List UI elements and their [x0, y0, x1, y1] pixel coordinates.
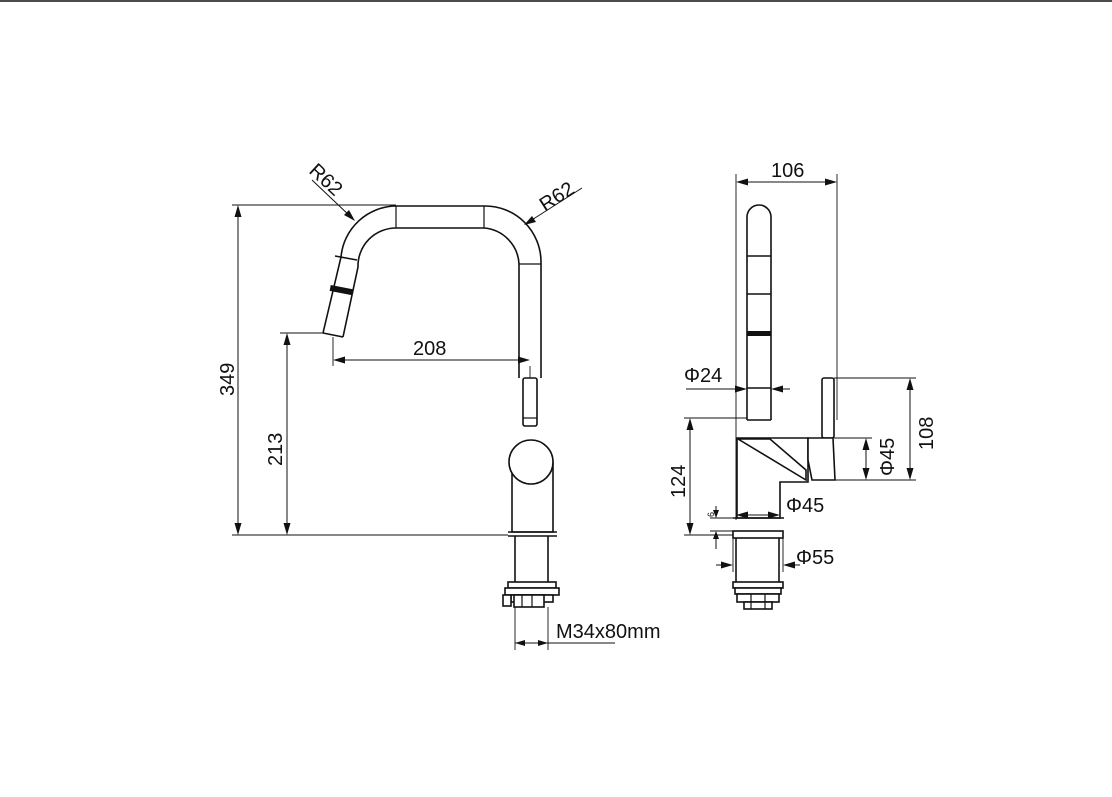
- front-lever: [522, 377, 538, 427]
- dim-handle-diameter: Φ45: [834, 437, 899, 481]
- front-body: [508, 439, 557, 537]
- dim-spout-height: 213: [265, 332, 323, 535]
- side-spout: [746, 204, 772, 421]
- dim-body-diameter: Φ45: [736, 495, 824, 519]
- dim-spout-reach: 208: [332, 337, 531, 378]
- dim-6-label: 6: [706, 512, 716, 517]
- side-mounting: [732, 530, 784, 610]
- side-view: 106 Φ24 124 6: [668, 160, 938, 610]
- dim-213-label: 213: [265, 433, 287, 466]
- dim-spout-diameter: Φ24: [684, 365, 790, 393]
- side-lever: [821, 377, 835, 439]
- dim-r62-right-label: R62: [536, 178, 579, 216]
- dim-phi55-label: Φ55: [796, 547, 834, 569]
- dim-thread: M34x80mm: [514, 607, 660, 650]
- dim-thread-label: M34x80mm: [556, 621, 660, 643]
- dim-radius-right: R62: [524, 178, 583, 225]
- side-body: [733, 437, 836, 519]
- dim-106-label: 106: [771, 160, 804, 182]
- dim-208-label: 208: [413, 338, 446, 360]
- dim-base-gap: 6: [706, 506, 733, 549]
- front-view: 349 213 208 R62 R62: [217, 160, 660, 650]
- dim-total-height: 349: [217, 204, 508, 536]
- front-mounting: [502, 536, 560, 608]
- dim-spout-offset: 106: [735, 160, 838, 520]
- front-spout: [322, 205, 542, 378]
- dim-phi24-label: Φ24: [684, 365, 722, 387]
- dim-124-label: 124: [668, 465, 690, 498]
- dim-phi45-handle-label: Φ45: [877, 438, 899, 476]
- dim-lever-height: 108: [834, 377, 938, 481]
- dim-r62-left-label: R62: [305, 160, 347, 201]
- dim-108-label: 108: [916, 417, 938, 450]
- dim-base-diameter: Φ55: [716, 538, 834, 572]
- dim-radius-left: R62: [305, 160, 355, 221]
- dim-body-height: 124: [668, 417, 747, 536]
- dim-349-label: 349: [217, 363, 239, 396]
- dim-phi45-body-label: Φ45: [786, 495, 824, 517]
